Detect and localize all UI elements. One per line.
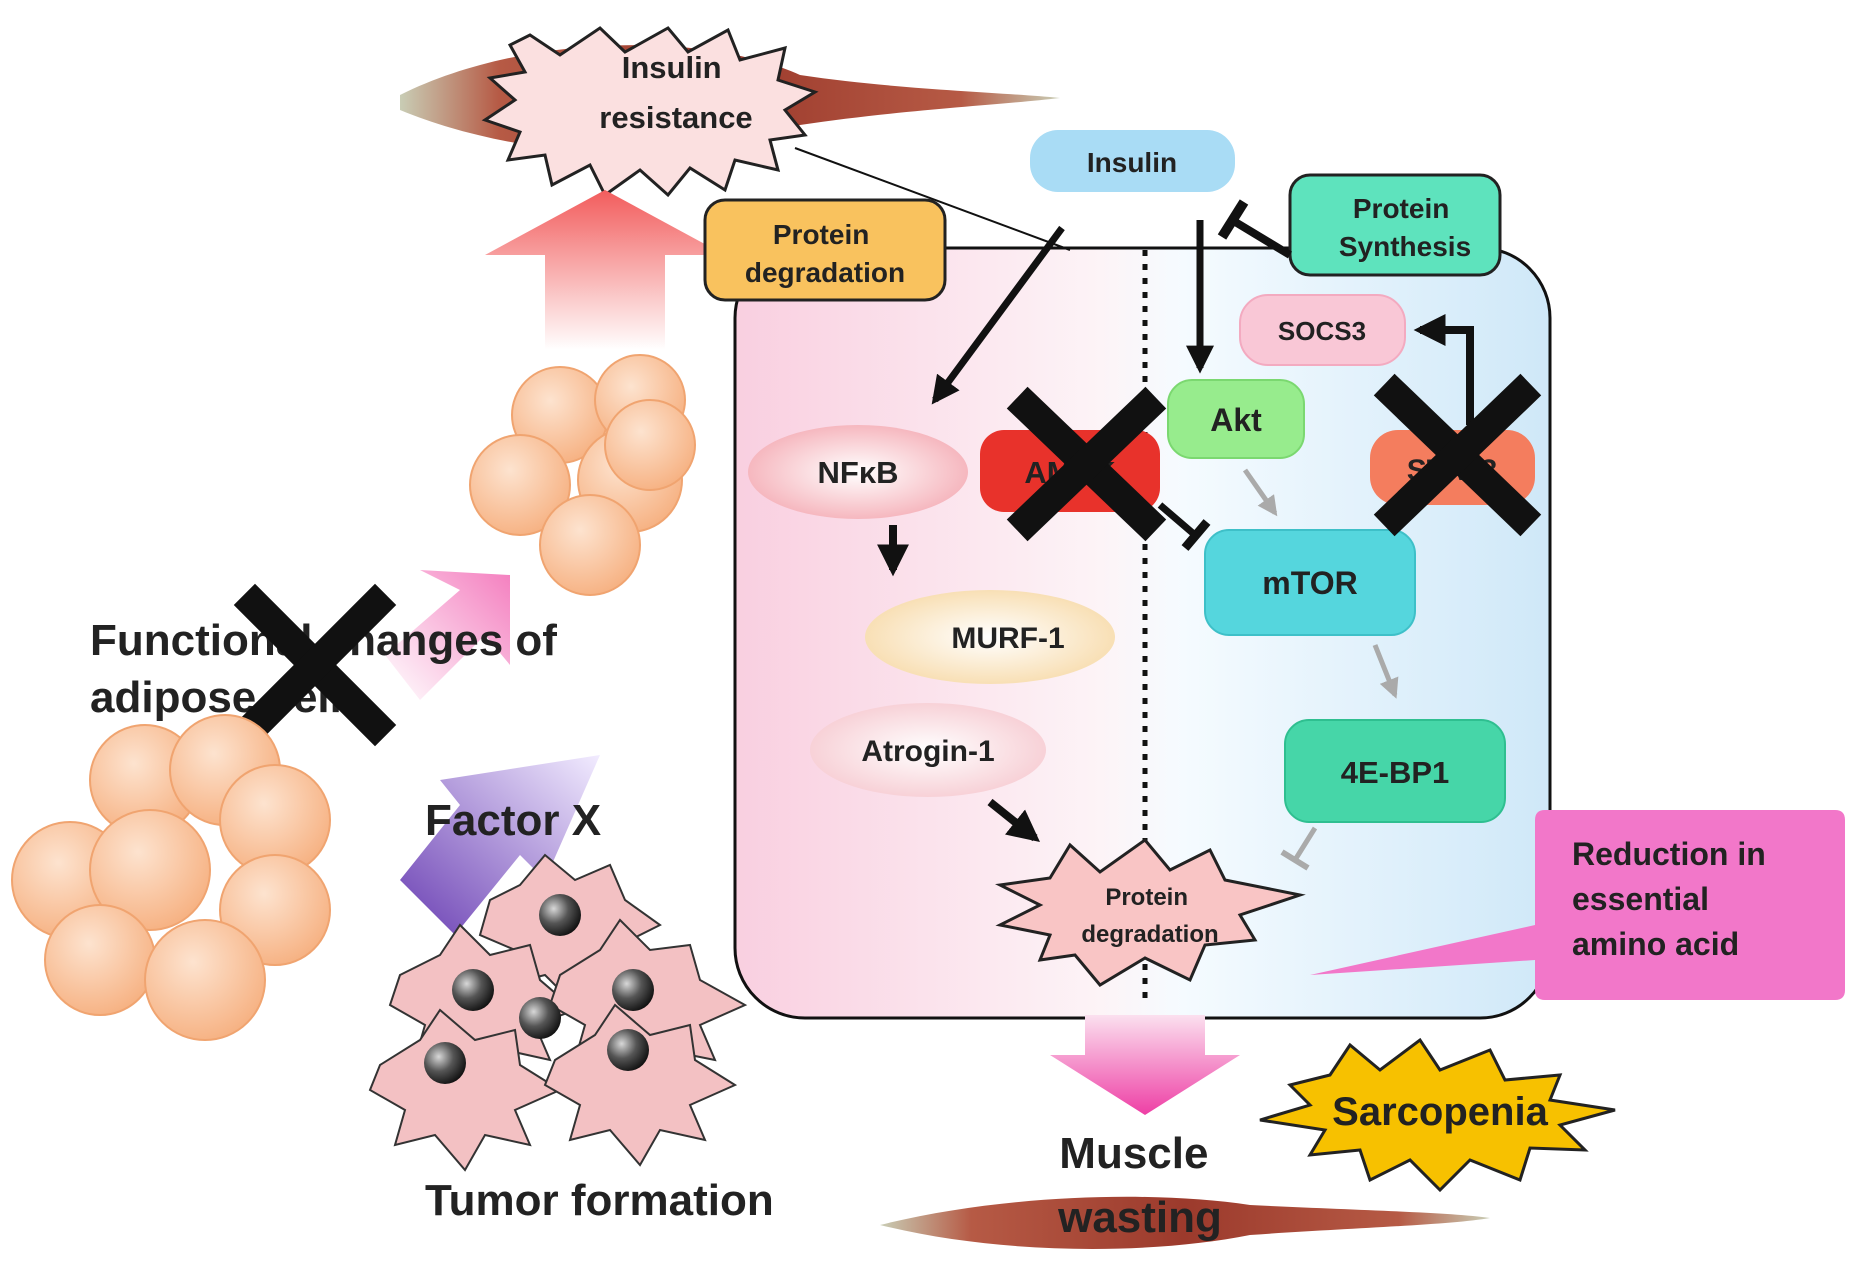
atrogin1-node	[810, 703, 1046, 797]
protein-degradation-starburst	[995, 837, 1306, 987]
insulin-label: Insulin	[1087, 147, 1177, 178]
insulin-to-nfkb-arrow	[931, 225, 1065, 405]
akt-to-mtor-arrow	[1242, 468, 1278, 517]
factor-x-label: Factor X	[425, 796, 601, 845]
ampk-inhibit-line	[1157, 502, 1198, 538]
adipocyte-cluster-top-icon	[469, 354, 696, 596]
tumor-formation-label: Tumor formation	[425, 1176, 774, 1225]
fourebp1-node	[1284, 719, 1506, 823]
murf1-label: MURF-1	[951, 622, 1064, 655]
protein-synthesis-box-label: Protein Synthesis	[1339, 193, 1471, 262]
muscle-wasting-arrow	[1050, 1015, 1240, 1115]
stat3-to-socs3-arrow	[1413, 314, 1474, 425]
mtor-label: mTOR	[1262, 565, 1357, 601]
up-arrow-icon	[485, 190, 725, 350]
socs3-label: SOCS3	[1278, 316, 1366, 346]
protein-degradation-star-label: Protein degradation	[1081, 884, 1218, 948]
protein-synthesis-box	[1288, 173, 1502, 277]
atrogin1-to-degradation-arrow	[987, 798, 1040, 842]
sarcopenia-starburst	[1259, 1037, 1616, 1193]
adipocyte-cluster-bottom-icon	[11, 714, 331, 1041]
nfkb-label: NFκB	[818, 455, 899, 490]
ampk-inhibit-bar	[1181, 519, 1211, 551]
atrogin1-label: Atrogin-1	[861, 735, 994, 768]
4ebp1-inhibit-line	[1292, 826, 1318, 862]
insulin-node	[1030, 130, 1235, 192]
mtor-node	[1204, 529, 1416, 636]
reduction-callout	[1310, 810, 1845, 1000]
synthesis-inhibit-bar	[1217, 199, 1249, 240]
protein-degradation-box	[703, 198, 947, 302]
4ebp1-inhibit-bar	[1280, 849, 1310, 871]
adipose-to-fat-arrow	[385, 570, 510, 700]
mtor-to-4ebp1-arrow	[1372, 644, 1399, 699]
stat3-cross-icon	[1373, 373, 1542, 537]
reduction-callout-label: Reduction in essential amino acid	[1572, 836, 1775, 962]
fourebp1-label: 4E-BP1	[1341, 755, 1450, 790]
protein-degradation-box-label: Protein degradation	[745, 219, 905, 288]
muscle-bottom-icon	[880, 1196, 1490, 1249]
factor-x-arrow	[400, 755, 600, 935]
muscle-wasting-label: Muscle wasting	[1057, 1129, 1222, 1242]
tumor-cells-icon	[368, 853, 748, 1172]
sarcopenia-label: Sarcopenia	[1332, 1090, 1548, 1134]
insulin-resistance-label: Insulin resistance	[599, 50, 752, 135]
socs3-node	[1239, 294, 1406, 366]
insulin-resistance-starburst	[481, 26, 819, 198]
akt-label: Akt	[1210, 402, 1262, 438]
akt-node	[1167, 379, 1305, 459]
zoom-line	[794, 147, 1071, 251]
murf1-node	[865, 590, 1115, 684]
functional-changes-cross-icon	[233, 583, 397, 747]
synthesis-inhibit-line	[1229, 216, 1293, 259]
nfkb-node	[748, 425, 968, 519]
ampk-cross-icon	[1006, 386, 1167, 542]
